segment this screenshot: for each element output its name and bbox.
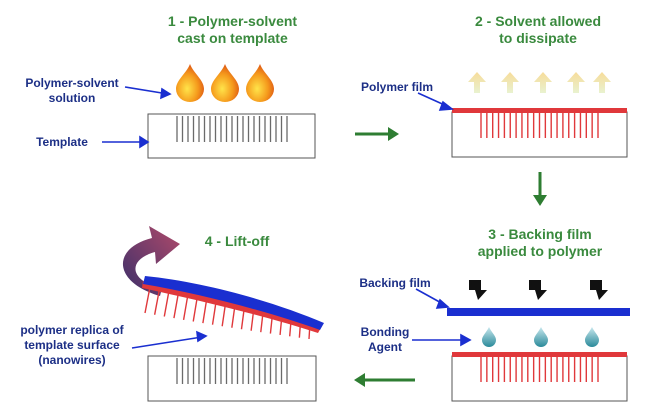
step-1-line-1: 1 - Polymer-solvent xyxy=(167,13,298,29)
label-line: Bonding xyxy=(360,325,410,339)
polymer-nanowires-3 xyxy=(480,357,599,382)
vapor-arrow-icon xyxy=(468,72,486,93)
template-nanostructure-4 xyxy=(176,358,288,384)
peeled-replica xyxy=(142,276,324,340)
vapor-arrow-icon xyxy=(501,72,519,93)
label-line: Agent xyxy=(368,340,402,354)
nanowire xyxy=(211,302,217,325)
vapor-arrow-icon xyxy=(593,72,611,93)
label-bonding-agent: Bonding Agent xyxy=(357,325,413,355)
label-line: polymer replica of xyxy=(20,323,124,337)
nanowire xyxy=(240,309,245,330)
label-polymer-solvent-solution: Polymer-solvent solution xyxy=(16,76,128,106)
bonding-agent-drops xyxy=(482,327,599,347)
vapor-arrows xyxy=(468,72,611,93)
step-2-line-1: 2 - Solvent allowed xyxy=(474,13,602,29)
droplet-icon xyxy=(211,64,239,102)
bonding-drop-icon xyxy=(534,327,548,347)
label-line: Template xyxy=(36,135,88,149)
nanowire xyxy=(163,291,170,317)
nanowire xyxy=(250,311,255,331)
vapor-arrow-icon xyxy=(567,72,585,93)
step-1-line-2: cast on template xyxy=(177,30,288,46)
nanowire xyxy=(153,289,161,315)
label-backing-film: Backing film xyxy=(355,276,435,291)
nanowire xyxy=(173,293,179,319)
label-template: Template xyxy=(22,135,102,150)
polymer-solvent-droplets xyxy=(176,64,274,102)
press-arrow-icon xyxy=(469,280,487,300)
step-2-line-2: to dissipate xyxy=(499,30,577,46)
droplet-icon xyxy=(176,64,204,102)
nanowire xyxy=(231,306,236,328)
polymer-film-3 xyxy=(452,352,627,357)
template-nanostructure-1 xyxy=(176,116,288,142)
polymer-nanowires-2 xyxy=(480,113,599,138)
label-line: Polymer film xyxy=(360,80,434,94)
flow-arrow-right xyxy=(355,127,399,141)
label-line: (nanowires) xyxy=(38,353,106,367)
nanowire xyxy=(182,296,189,320)
label-line: solution xyxy=(48,91,96,105)
label-line: Backing film xyxy=(359,276,431,290)
press-arrow-icon xyxy=(590,280,608,300)
nanowire xyxy=(144,286,151,314)
step-4-line-1: 4 - Lift-off xyxy=(204,233,270,249)
label-line: Polymer-solvent xyxy=(25,76,119,90)
flow-arrow-down xyxy=(533,172,547,206)
step-2-title: 2 - Solvent allowed to dissipate xyxy=(448,13,628,47)
label-polymer-replica: polymer replica of template surface (nan… xyxy=(8,323,136,368)
label-polymer-film: Polymer film xyxy=(355,80,439,95)
polymer-film-2 xyxy=(452,108,627,113)
press-arrow-icon xyxy=(529,280,547,300)
pointer-arrow-replica xyxy=(131,336,203,349)
backing-film-3 xyxy=(447,308,630,316)
press-arrows xyxy=(469,280,608,300)
step-3-line-1: 3 - Backing film xyxy=(488,226,592,242)
bonding-drop-icon xyxy=(585,327,599,347)
step-3-title: 3 - Backing film applied to polymer xyxy=(450,226,630,260)
nanowire xyxy=(192,298,198,322)
step-3-line-2: applied to polymer xyxy=(477,243,603,259)
flow-arrow-left xyxy=(354,373,415,387)
vapor-arrow-icon xyxy=(534,72,552,93)
label-line: template surface xyxy=(24,338,120,352)
step-4-title: 4 - Lift-off xyxy=(182,233,292,250)
bonding-drop-icon xyxy=(482,327,496,347)
step-1-title: 1 - Polymer-solvent cast on template xyxy=(145,13,320,47)
lift-off-arrow-icon xyxy=(122,226,180,296)
nanowire xyxy=(202,300,208,324)
droplet-icon xyxy=(246,64,274,102)
nanowire xyxy=(221,304,226,327)
